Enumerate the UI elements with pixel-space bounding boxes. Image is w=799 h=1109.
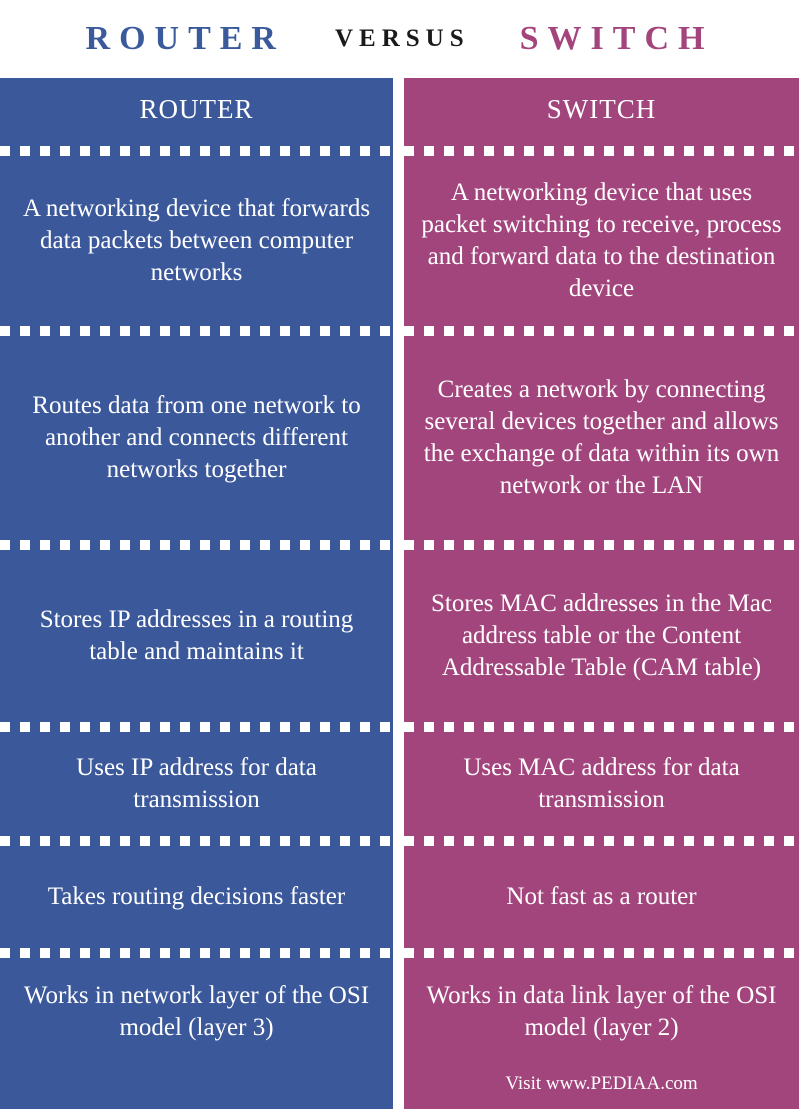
- row-divider: [0, 948, 393, 958]
- page-title: ROUTER VERSUS SWITCH: [0, 0, 799, 78]
- router-row-address: Uses IP address for data transmission: [76, 754, 317, 813]
- switch-row-storage: Stores MAC addresses in the Mac address …: [431, 590, 772, 681]
- row-divider: [0, 326, 393, 336]
- switch-row-layer: Works in data link layer of the OSI mode…: [426, 982, 777, 1041]
- footer-credit: Visit www.PEDIAA.com: [505, 1073, 698, 1094]
- row-divider: [0, 722, 393, 732]
- row-divider: [404, 326, 799, 336]
- router-header: ROUTER: [139, 93, 254, 124]
- switch-row-address: Uses MAC address for data transmission: [463, 754, 740, 813]
- title-router: ROUTER: [85, 20, 285, 57]
- row-divider: [404, 948, 799, 958]
- row-divider: [404, 722, 799, 732]
- row-divider: [404, 836, 799, 846]
- switch-row-speed: Not fast as a router: [506, 883, 697, 910]
- row-divider: [0, 540, 393, 550]
- switch-column: SWITCH A networking device that uses pac…: [404, 78, 799, 1109]
- router-row-layer: Works in network layer of the OSI model …: [23, 982, 370, 1041]
- router-column: ROUTER A networking device that forwards…: [0, 78, 393, 1109]
- switch-row-definition: A networking device that uses packet swi…: [421, 179, 782, 302]
- title-versus: VERSUS: [334, 25, 470, 52]
- router-row-storage: Stores IP addresses in a routing table a…: [39, 606, 354, 665]
- router-row-speed: Takes routing decisions faster: [47, 883, 346, 910]
- switch-row-function: Creates a network by connecting several …: [423, 376, 780, 499]
- row-divider: [0, 836, 393, 846]
- row-divider: [404, 146, 799, 156]
- row-divider: [0, 146, 393, 156]
- switch-header: SWITCH: [546, 93, 657, 124]
- row-divider: [404, 540, 799, 550]
- title-switch: SWITCH: [519, 20, 714, 57]
- router-row-definition: A networking device that forwards data p…: [22, 195, 371, 286]
- router-row-function: Routes data from one network to another …: [32, 392, 361, 483]
